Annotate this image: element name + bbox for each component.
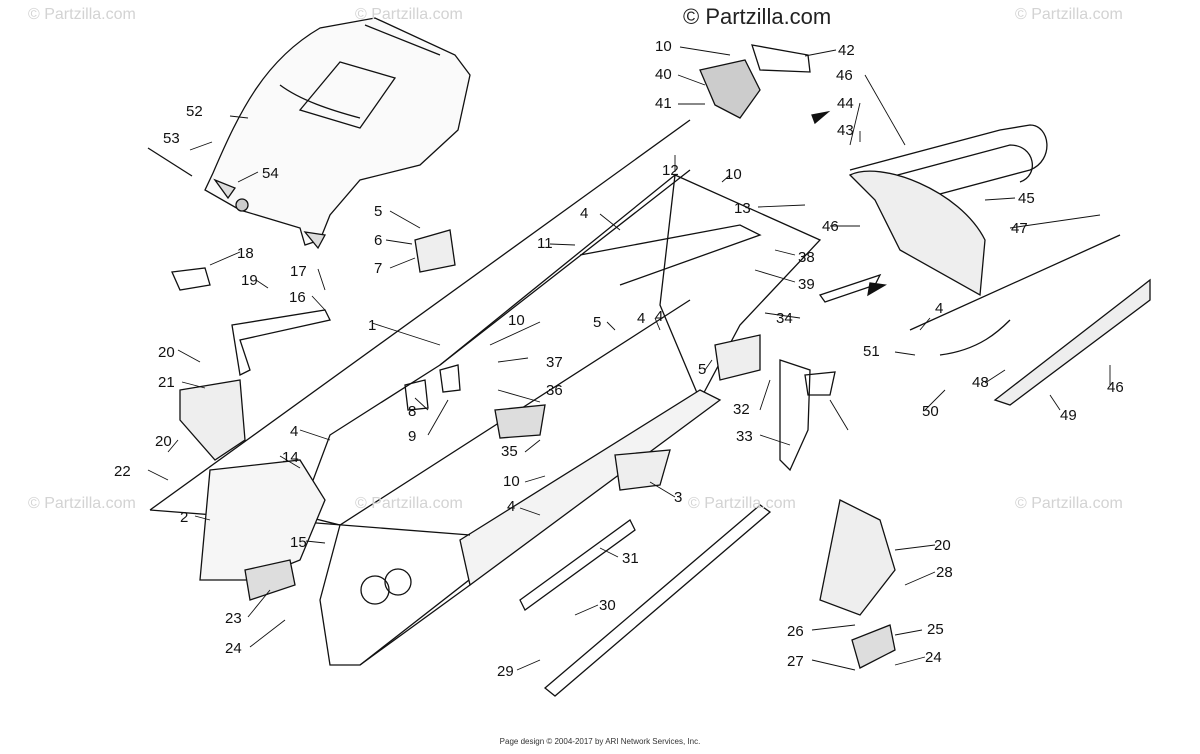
- seat-drawing: [147, 17, 471, 250]
- callout-38: 38: [798, 249, 815, 266]
- callout-46: 46: [836, 67, 853, 84]
- callout-10: 10: [503, 473, 520, 490]
- callout-9: 9: [408, 428, 416, 445]
- callout-33: 33: [736, 428, 753, 445]
- watermark-mid-center: © Partzilla.com: [355, 495, 463, 512]
- callout-51: 51: [863, 343, 880, 360]
- leader-lines: [147, 46, 1111, 671]
- callout-52: 52: [186, 103, 203, 120]
- callout-4: 4: [290, 423, 298, 440]
- callout-46: 46: [822, 218, 839, 235]
- callout-24: 24: [225, 640, 242, 657]
- watermark-right: © Partzilla.com: [1015, 495, 1123, 512]
- callout-35: 35: [501, 443, 518, 460]
- watermark-mid-left: © Partzilla.com: [28, 495, 136, 512]
- callout-10: 10: [508, 312, 525, 329]
- callout-4: 4: [935, 300, 943, 317]
- callout-3: 3: [674, 489, 682, 506]
- callout-18: 18: [237, 245, 254, 262]
- callout-16: 16: [289, 289, 306, 306]
- callout-10: 10: [655, 38, 672, 55]
- callout-6: 6: [374, 232, 382, 249]
- callout-37: 37: [546, 354, 563, 371]
- callout-20: 20: [155, 433, 172, 450]
- rear-bumper-drawing: [818, 124, 1151, 406]
- callout-44: 44: [837, 95, 854, 112]
- callout-39: 39: [798, 276, 815, 293]
- callout-13: 13: [734, 200, 751, 217]
- callout-31: 31: [622, 550, 639, 567]
- watermark-top-center: © Partzilla.com: [355, 6, 463, 23]
- callout-26: 26: [787, 623, 804, 640]
- callout-19: 19: [241, 272, 258, 289]
- callout-1: 1: [368, 317, 376, 334]
- callout-40: 40: [655, 66, 672, 83]
- callout-5: 5: [374, 203, 382, 220]
- callout-22: 22: [114, 463, 131, 480]
- callout-14: 14: [282, 449, 299, 466]
- callout-10: 10: [725, 166, 742, 183]
- callout-17: 17: [290, 263, 307, 280]
- callout-7: 7: [374, 260, 382, 277]
- footer-copyright: Page design © 2004-2017 by ARI Network S…: [499, 737, 701, 746]
- callout-24: 24: [925, 649, 942, 666]
- callout-20: 20: [934, 537, 951, 554]
- callout-32: 32: [733, 401, 750, 418]
- callout-12: 12: [662, 162, 679, 179]
- watermark-top-left: © Partzilla.com: [28, 6, 136, 23]
- callout-4: 4: [580, 205, 588, 222]
- callout-5: 5: [593, 314, 601, 331]
- callout-49: 49: [1060, 407, 1077, 424]
- small-parts-drawing: [171, 44, 896, 697]
- callout-43: 43: [837, 122, 854, 139]
- callout-36: 36: [546, 382, 563, 399]
- watermark-brand: © Partzilla.com: [683, 4, 832, 29]
- callout-47: 47: [1011, 220, 1028, 237]
- callout-20: 20: [158, 344, 175, 361]
- callout-4: 4: [655, 308, 663, 325]
- callout-46: 46: [1107, 379, 1124, 396]
- callout-15: 15: [290, 534, 307, 551]
- callout-21: 21: [158, 374, 175, 391]
- callout-25: 25: [927, 621, 944, 638]
- callout-42: 42: [838, 42, 855, 59]
- callout-23: 23: [225, 610, 242, 627]
- callout-27: 27: [787, 653, 804, 670]
- callout-29: 29: [497, 663, 514, 680]
- callout-54: 54: [262, 165, 279, 182]
- callout-4: 4: [507, 498, 515, 515]
- callout-41: 41: [655, 95, 672, 112]
- callout-2: 2: [180, 509, 188, 526]
- callout-28: 28: [936, 564, 953, 581]
- callout-4: 4: [637, 310, 645, 327]
- callout-45: 45: [1018, 190, 1035, 207]
- callout-11: 11: [537, 235, 553, 252]
- watermark-mid-right: © Partzilla.com: [688, 495, 796, 512]
- callout-30: 30: [599, 597, 616, 614]
- callout-34: 34: [776, 310, 793, 327]
- callout-50: 50: [922, 403, 939, 420]
- callout-8: 8: [408, 403, 416, 420]
- callout-48: 48: [972, 374, 989, 391]
- watermark-top-right: © Partzilla.com: [1015, 6, 1123, 23]
- callout-53: 53: [163, 130, 180, 147]
- callout-5: 5: [698, 361, 706, 378]
